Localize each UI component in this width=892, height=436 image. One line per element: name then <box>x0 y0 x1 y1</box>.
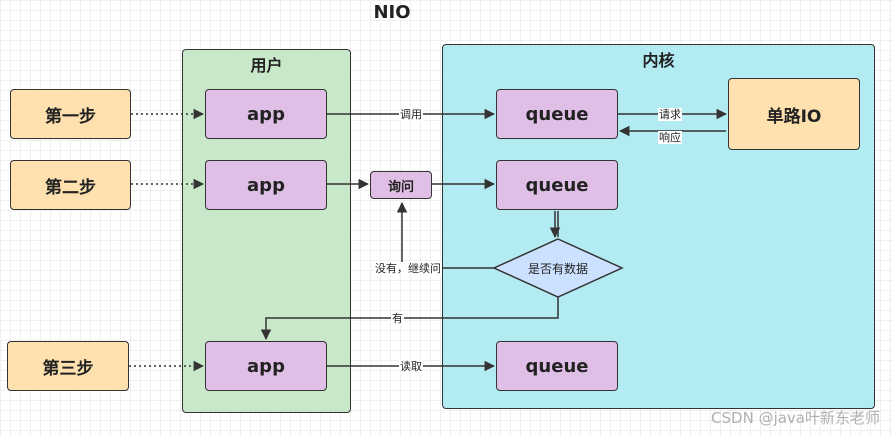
user-space-label: 用户 <box>250 56 283 75</box>
call-label: 调用 <box>399 108 423 121</box>
app-node-1: app <box>205 89 327 139</box>
queue-node-3: queue <box>496 341 618 391</box>
step-three-node: 第三步 <box>7 341 129 391</box>
kernel-space-label: 内核 <box>642 51 675 70</box>
decision-label: 是否有数据 <box>527 261 588 276</box>
step-one-node: 第一步 <box>10 89 131 139</box>
single-io-node: 单路IO <box>728 78 860 150</box>
step-two-node: 第二步 <box>10 160 131 210</box>
diagram-title: NIO <box>373 2 411 23</box>
app-node-2: app <box>205 160 327 210</box>
app-node-3: app <box>205 341 327 391</box>
read-label: 读取 <box>399 360 423 373</box>
response-label: 响应 <box>658 131 682 144</box>
queue-node-1: queue <box>496 89 618 139</box>
queue-node-2: queue <box>496 160 618 210</box>
no-data-arrow <box>396 201 494 269</box>
request-label: 请求 <box>658 108 682 121</box>
has-data-arrow <box>260 297 559 341</box>
no-data-label: 没有，继续问 <box>374 262 442 275</box>
has-data-label: 有 <box>391 312 404 325</box>
ask-node: 询问 <box>370 171 432 199</box>
watermark: CSDN @java叶新东老师 <box>711 409 880 427</box>
